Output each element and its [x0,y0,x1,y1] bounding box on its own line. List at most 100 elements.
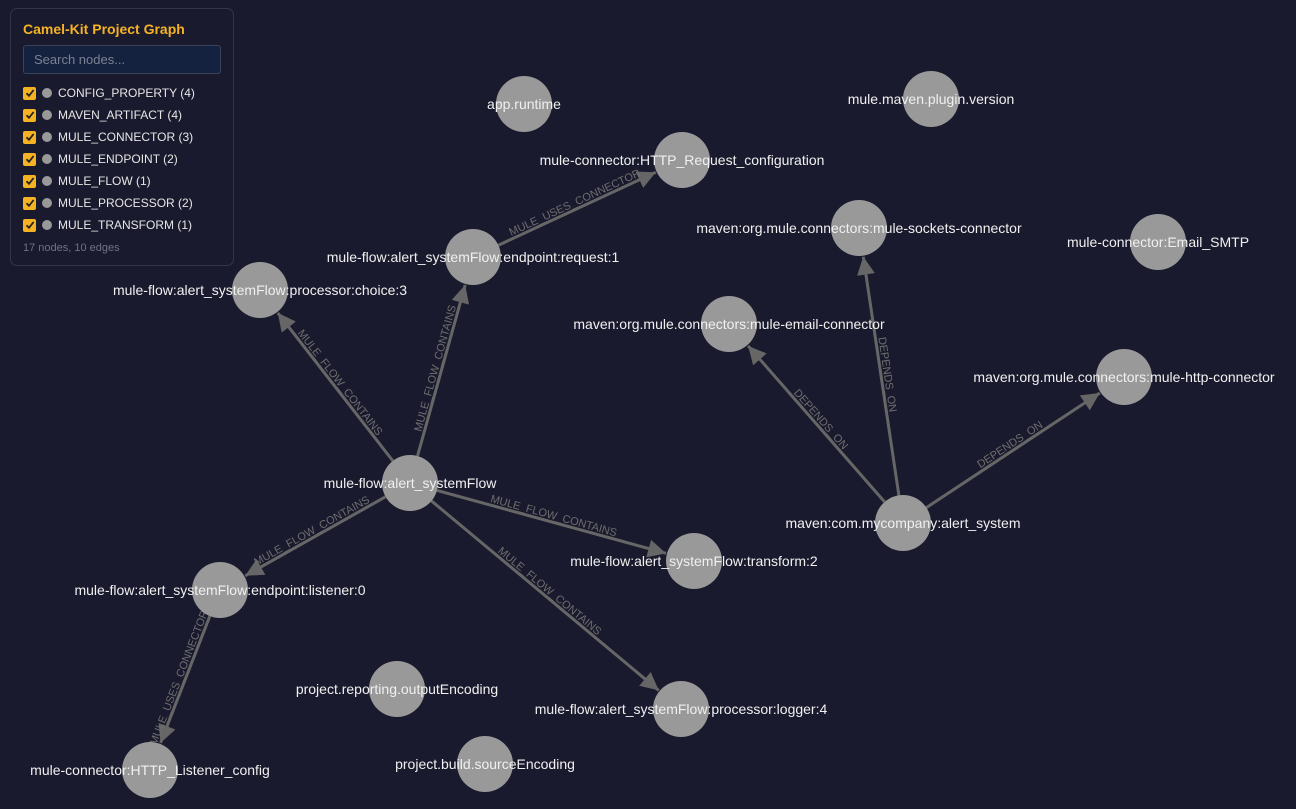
graph-node[interactable]: mule-flow:alert_systemFlow [324,455,498,511]
filter-label: MULE_ENDPOINT (2) [58,152,178,166]
node-circle[interactable] [654,132,710,188]
filter-label: MULE_PROCESSOR (2) [58,196,193,210]
graph-node[interactable]: mule-connector:HTTP_Listener_config [30,742,270,798]
graph-node[interactable]: maven:com.mycompany:alert_system [786,495,1021,551]
graph-node[interactable]: maven:org.mule.connectors:mule-sockets-c… [696,200,1022,256]
graph-node[interactable]: mule-flow:alert_systemFlow:endpoint:list… [74,562,366,618]
node-circle[interactable] [369,661,425,717]
edge[interactable] [925,391,1101,509]
check-icon [25,177,34,186]
filter-label: CONFIG_PROPERTY (4) [58,86,195,100]
filter-label: MAVEN_ARTIFACT (4) [58,108,183,122]
node-circle[interactable] [666,533,722,589]
edge-label: MULE_FLOW_CONTAINS [412,304,459,433]
checkbox[interactable] [23,152,36,166]
edge[interactable] [276,311,395,462]
check-icon [25,133,34,142]
node-label: mule-flow:alert_systemFlow:endpoint:list… [74,582,365,598]
control-panel: Camel-Kit Project Graph CONFIG_PROPERTY … [10,8,234,266]
node-label: project.build.sourceEncoding [395,756,575,772]
check-icon [25,155,34,164]
graph-node[interactable]: project.build.sourceEncoding [395,736,575,792]
node-label: mule-flow:alert_systemFlow:endpoint:requ… [327,249,620,265]
type-filter[interactable]: CONFIG_PROPERTY (4) [23,82,221,104]
type-filter[interactable]: MULE_FLOW (1) [23,170,221,192]
node-circle[interactable] [122,742,178,798]
edge-label: MULE_FLOW_CONTAINS [252,494,372,569]
node-circle[interactable] [875,495,931,551]
graph-node[interactable]: mule-flow:alert_systemFlow:processor:cho… [113,262,407,318]
node-circle[interactable] [232,262,288,318]
checkbox[interactable] [23,108,36,122]
type-filter[interactable]: MULE_CONNECTOR (3) [23,126,221,148]
graph-node[interactable]: maven:org.mule.connectors:mule-http-conn… [973,349,1275,405]
node-circle[interactable] [653,681,709,737]
node-label: mule-connector:HTTP_Listener_config [30,762,270,778]
node-label: maven:org.mule.connectors:mule-sockets-c… [696,220,1022,236]
edge[interactable] [158,615,212,744]
graph-node[interactable]: maven:org.mule.connectors:mule-email-con… [573,296,885,352]
graph-node[interactable]: mule-flow:alert_systemFlow:processor:log… [535,681,828,737]
node-label: maven:com.mycompany:alert_system [786,515,1021,531]
checkbox[interactable] [23,196,36,210]
graph-node[interactable]: mule-connector:HTTP_Request_configuratio… [540,132,825,188]
type-filter[interactable]: MULE_PROCESSOR (2) [23,192,221,214]
filter-label: MULE_TRANSFORM (1) [58,218,193,232]
edge[interactable] [436,488,667,558]
graph-node[interactable]: mule-flow:alert_systemFlow:transform:2 [570,533,818,589]
graph-node[interactable]: mule-flow:alert_systemFlow:endpoint:requ… [327,229,620,285]
type-filters: CONFIG_PROPERTY (4) MAVEN_ARTIFACT (4) MUL… [23,82,221,236]
edge-label: MULE_FLOW_CONTAINS [489,493,618,539]
checkbox[interactable] [23,174,36,188]
node-circle[interactable] [382,455,438,511]
node-circle[interactable] [831,200,887,256]
graph-node[interactable]: app.runtime [487,76,561,132]
filter-label: MULE_FLOW (1) [58,174,151,188]
node-label: mule-flow:alert_systemFlow:transform:2 [570,553,818,569]
edge[interactable] [416,284,470,457]
node-circle[interactable] [701,296,757,352]
node-circle[interactable] [496,76,552,132]
check-icon [25,199,34,208]
graph-stats: 17 nodes, 10 edges [23,242,120,254]
type-filter[interactable]: MULE_ENDPOINT (2) [23,148,221,170]
edge[interactable] [430,499,660,692]
check-icon [25,111,34,120]
filter-label: MULE_CONNECTOR (3) [58,130,194,144]
node-circle[interactable] [1096,349,1152,405]
type-color-dot [42,220,52,230]
graph-node[interactable]: mule.maven.plugin.version [848,71,1015,127]
check-icon [25,221,34,230]
type-color-dot [42,110,52,120]
node-label: mule-flow:alert_systemFlow [324,475,498,491]
type-color-dot [42,132,52,142]
node-label: mule-connector:HTTP_Request_configuratio… [540,152,825,168]
node-label: maven:org.mule.connectors:mule-email-con… [573,316,885,332]
node-circle[interactable] [192,562,248,618]
type-color-dot [42,154,52,164]
edge[interactable] [746,344,886,503]
edge[interactable] [857,256,901,496]
node-circle[interactable] [903,71,959,127]
graph-node[interactable]: mule-connector:Email_SMTP [1067,214,1249,270]
type-color-dot [42,176,52,186]
graph-node[interactable]: project.reporting.outputEncoding [296,661,498,717]
edge-label: MULE_FLOW_CONTAINS [295,328,385,438]
edge-label: DEPENDS_ON [791,387,850,452]
edge-label: DEPENDS_ON [975,419,1045,471]
edge-label: MULE_USES_CONNECTOR [507,167,642,238]
edge[interactable] [497,170,657,247]
search-input[interactable] [23,45,221,74]
type-filter[interactable]: MAVEN_ARTIFACT (4) [23,104,221,126]
node-circle[interactable] [457,736,513,792]
checkbox[interactable] [23,86,36,100]
edge[interactable] [244,495,387,578]
node-circle[interactable] [445,229,501,285]
checkbox[interactable] [23,218,36,232]
edge-label: MULE_USES_CONNECTOR [148,609,211,747]
checkbox[interactable] [23,130,36,144]
type-filter[interactable]: MULE_TRANSFORM (1) [23,214,221,236]
panel-title: Camel-Kit Project Graph [23,21,185,37]
node-circle[interactable] [1130,214,1186,270]
